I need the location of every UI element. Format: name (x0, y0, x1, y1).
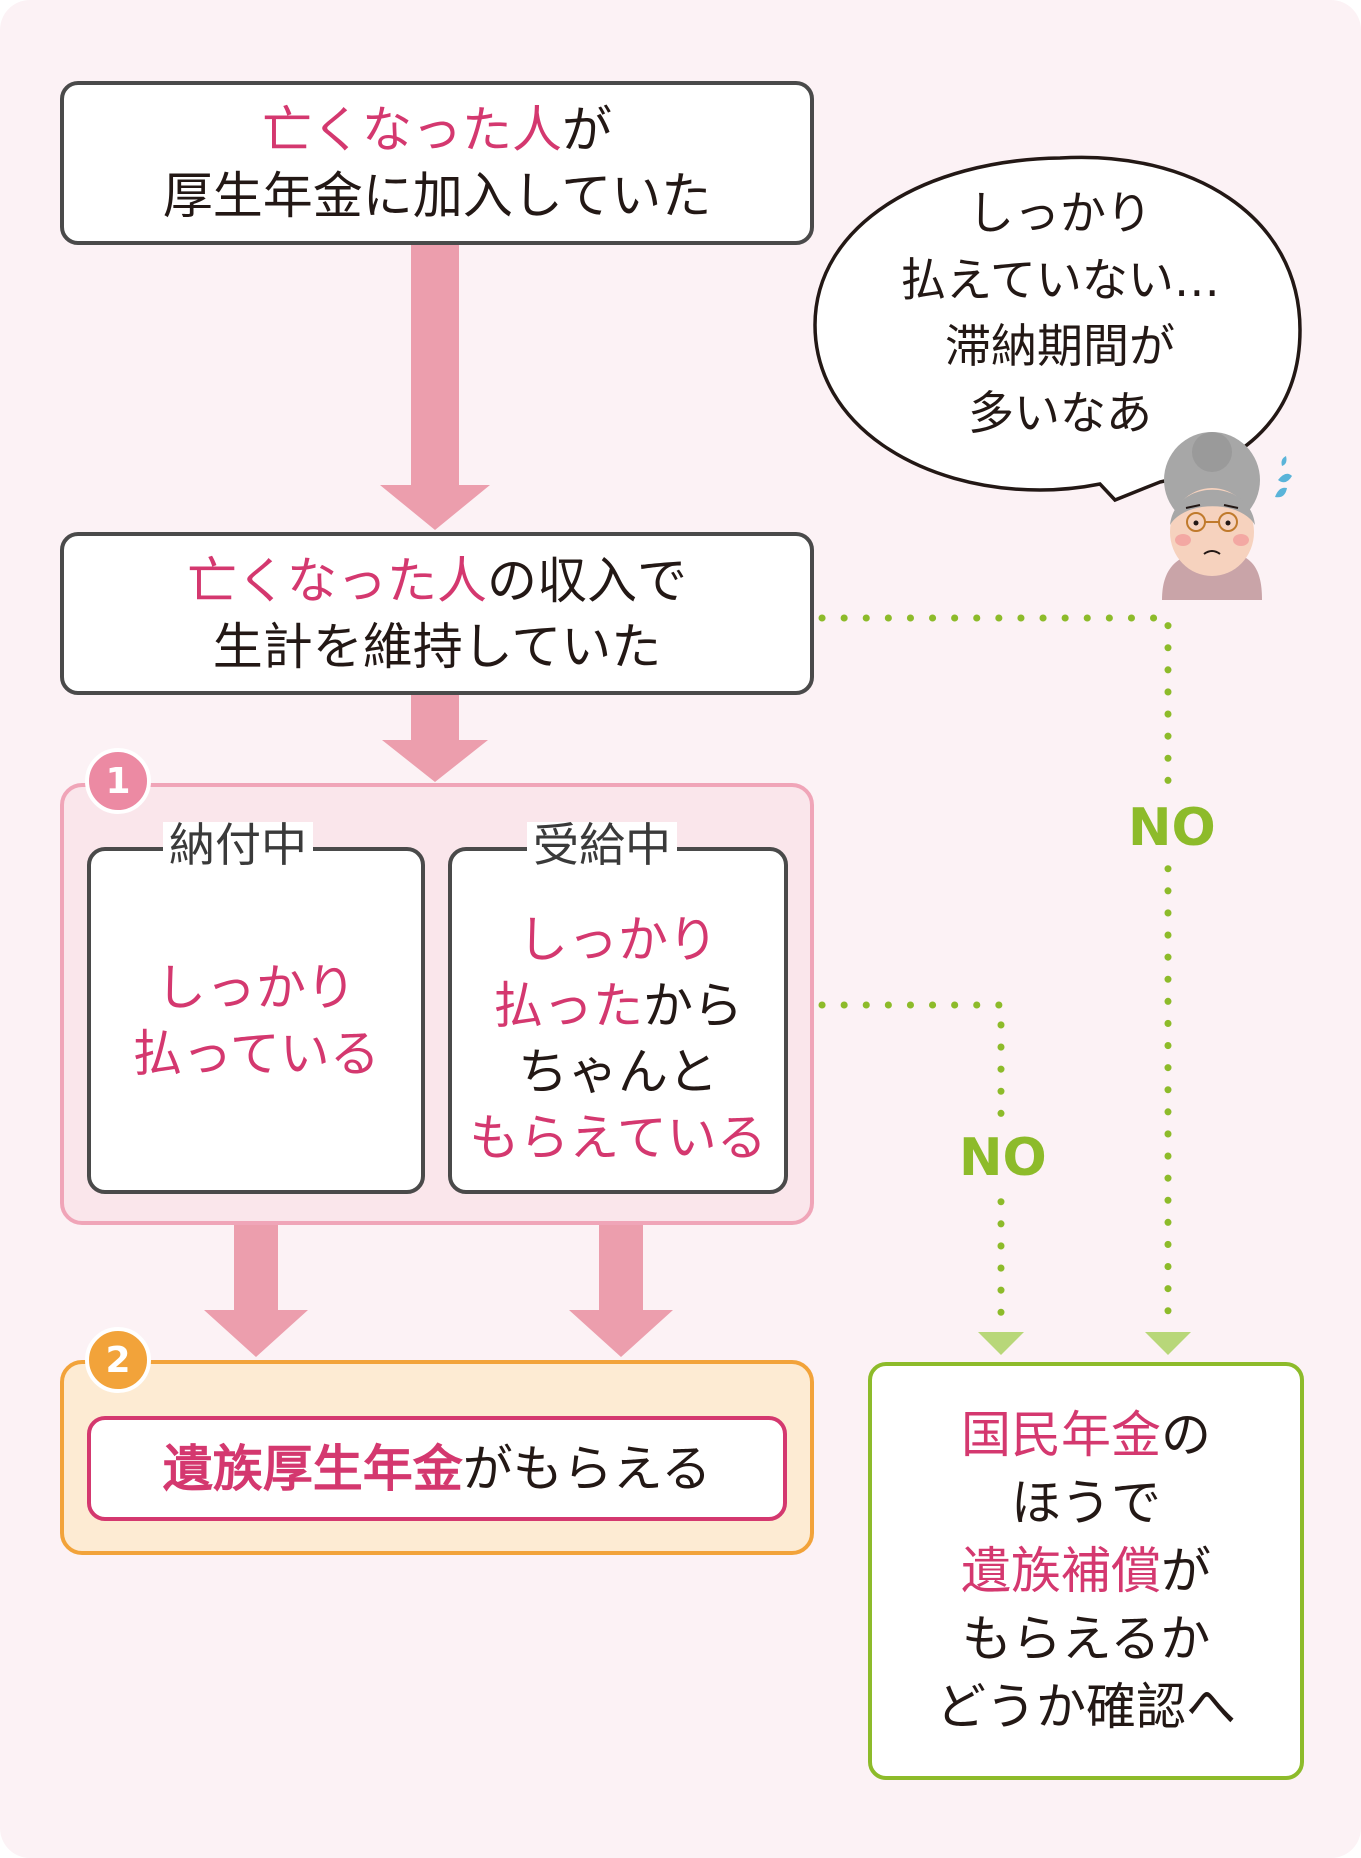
arrow-top-to-second (380, 245, 490, 530)
can-receive-text: がもらえる (462, 1439, 712, 1498)
receiving-box: しっかり 払ったから ちゃんと もらえている (448, 847, 788, 1194)
bubble-line1: しっかり (968, 186, 1152, 240)
no-arrowhead-outer (1145, 1332, 1191, 1355)
particle-text: が (562, 101, 612, 159)
bubble-line4: 多いなあ (968, 386, 1152, 441)
receiving-line4: もらえている (469, 1108, 767, 1167)
survivor-pension-box: 遺族厚生年金がもらえる (87, 1416, 787, 1521)
joined-pension-box: 亡くなった人が 厚生年金に加入していた (60, 81, 814, 245)
because-text: から (643, 976, 743, 1035)
paying-legend: 納付中 (163, 822, 313, 868)
worried-woman-illustration (1162, 432, 1262, 600)
receiving-legend: 受給中 (527, 822, 677, 868)
speech-bubble-text: しっかり 払えていない… 滞納期間が 多いなあ (850, 180, 1270, 447)
paying-line2: 払っている (132, 1024, 380, 1083)
livelihood-box: 亡くなった人の収入で 生計を維持していた (60, 532, 814, 695)
paid-text: 払った (493, 976, 643, 1035)
particle-text: の (1161, 1406, 1211, 1464)
survivor-employee-pension-label: 遺族厚生年金 (162, 1439, 463, 1498)
arrow-left-to-group2 (204, 1225, 308, 1357)
paying-line1: しっかり (156, 958, 356, 1017)
bubble-line2: 払えていない… (900, 252, 1220, 307)
particle-text: が (1161, 1542, 1211, 1600)
paying-box: しっかり 払っている (87, 847, 425, 1194)
no-arrowhead-inner (978, 1332, 1024, 1355)
no-path-outer (818, 614, 1172, 1332)
no-label-outer: NO (1124, 798, 1220, 858)
step-badge-2: 2 (85, 1327, 151, 1393)
result-line2: ほうで (1011, 1474, 1161, 1532)
livelihood-text: 生計を維持していた (212, 617, 662, 676)
result-line4: もらえるか (961, 1610, 1211, 1668)
arrow-second-to-group1 (382, 695, 488, 782)
result-line5: どうか確認へ (936, 1678, 1236, 1736)
receiving-line3: ちゃんと (518, 1042, 718, 1101)
sweat-drops-icon (1275, 456, 1292, 498)
speech-bubble (813, 155, 1302, 503)
survivor-compensation-label: 遺族補償 (961, 1542, 1161, 1600)
joined-pension-text: 厚生年金に加入していた (162, 167, 712, 225)
no-path-inner (818, 1001, 1005, 1332)
receiving-line1: しっかり (518, 910, 718, 969)
income-text: の収入で (487, 551, 687, 610)
bubble-line3: 滞納期間が (945, 319, 1175, 374)
deceased-person-label: 亡くなった人 (187, 551, 487, 610)
arrow-right-to-group2 (569, 1225, 673, 1357)
no-label-inner: NO (955, 1128, 1051, 1188)
national-pension-check-box: 国民年金の ほうで 遺族補償が もらえるか どうか確認へ (868, 1362, 1304, 1780)
national-pension-label: 国民年金 (961, 1406, 1161, 1464)
step-badge-1: 1 (85, 748, 151, 814)
deceased-person-label: 亡くなった人 (262, 101, 562, 159)
